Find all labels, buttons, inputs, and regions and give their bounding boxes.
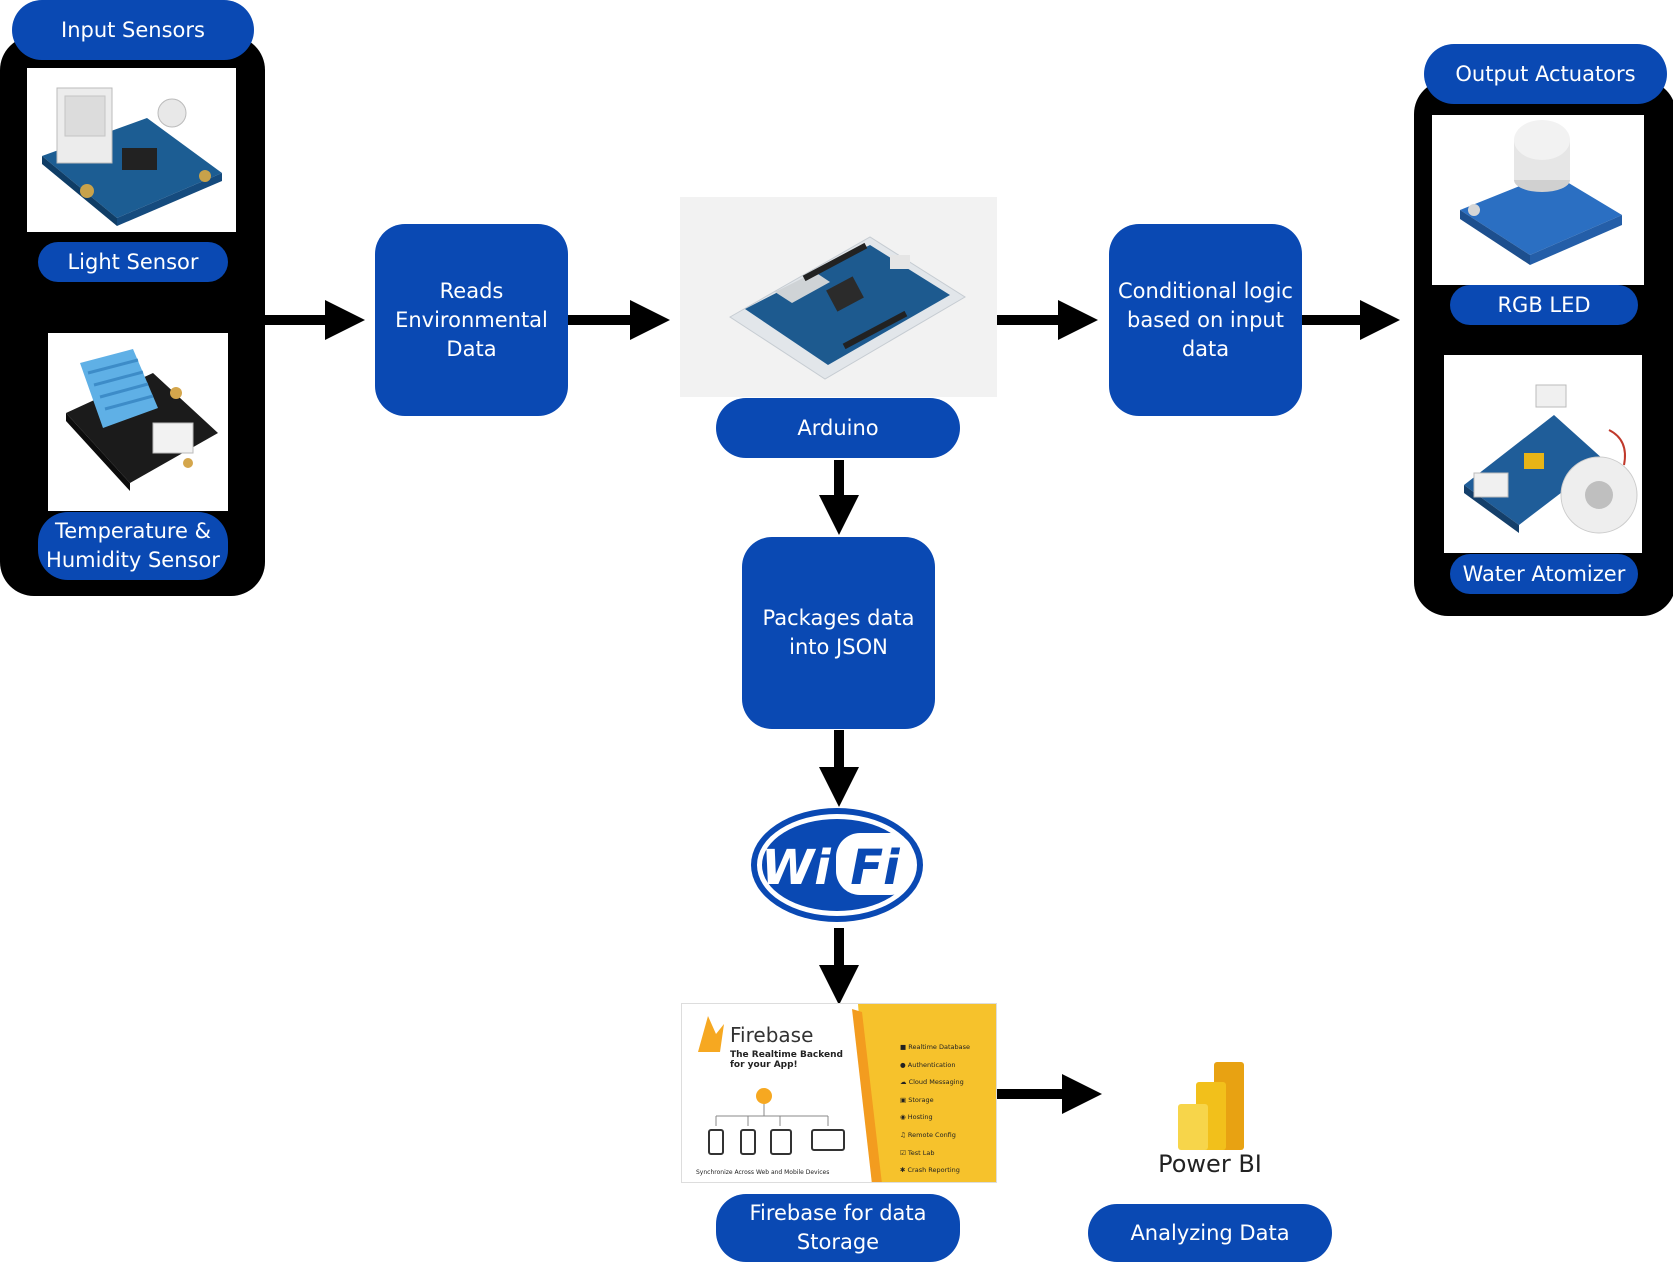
conditional-logic-step: Conditional logic based on input data xyxy=(1109,224,1302,416)
firebase-feature: ■ Realtime Database xyxy=(900,1043,970,1051)
firebase-feature: ♫ Remote Config xyxy=(900,1130,956,1139)
users-icon: ● xyxy=(900,1060,908,1069)
firebase-feature: ☁ Cloud Messaging xyxy=(900,1078,964,1087)
water-atomizer-image xyxy=(1444,355,1642,553)
temperature-humidity-sensor-image xyxy=(48,333,228,511)
temperature-humidity-sensor-label: Temperature & Humidity Sensor xyxy=(38,512,228,580)
firebase-feature-list: ■ Realtime Database ● Authentication ☁ C… xyxy=(900,1039,996,1180)
firebase-tagline-2: for your App! xyxy=(730,1060,798,1070)
packages-data-step: Packages data into JSON xyxy=(742,537,935,729)
firebase-feature: ● Authentication xyxy=(900,1060,956,1069)
wifi-logo: Wi Fi xyxy=(748,805,926,925)
firebase-feature: ☑ Test Lab xyxy=(900,1148,935,1157)
arduino-label: Arduino xyxy=(716,398,960,458)
firebase-feature: ✱ Crash Reporting xyxy=(900,1166,960,1175)
firebase-feature: ◉ Hosting xyxy=(900,1113,933,1122)
rgb-led-image xyxy=(1432,115,1644,285)
sliders-icon: ♫ xyxy=(900,1130,908,1139)
image-icon: ▣ xyxy=(900,1095,909,1104)
globe-icon: ◉ xyxy=(900,1113,908,1122)
water-atomizer-label: Water Atomizer xyxy=(1450,554,1638,594)
bug-icon: ✱ xyxy=(900,1166,908,1175)
firebase-footer: Synchronize Across Web and Mobile Device… xyxy=(696,1169,829,1176)
light-sensor-image xyxy=(27,68,236,232)
wifi-text-wi: Wi xyxy=(761,840,831,896)
firebase-feature: ▣ Storage xyxy=(900,1095,934,1104)
firebase-tagline-1: The Realtime Backend xyxy=(730,1050,843,1060)
output-actuators-title: Output Actuators xyxy=(1424,44,1667,104)
rgb-led-label: RGB LED xyxy=(1450,285,1638,325)
analyzing-data-label: Analyzing Data xyxy=(1088,1204,1332,1262)
checkbox-icon: ☑ xyxy=(900,1148,908,1157)
reads-environmental-data-step: Reads Environmental Data xyxy=(375,224,568,416)
arduino-image xyxy=(680,197,997,397)
firebase-label: Firebase for data Storage xyxy=(716,1194,960,1262)
power-bi-label: Power BI xyxy=(1158,1150,1262,1178)
cloud-icon: ☁ xyxy=(900,1078,909,1087)
wifi-text-fi: Fi xyxy=(850,840,900,896)
power-bi-logo xyxy=(1170,1058,1250,1154)
firebase-card: Firebase The Realtime Backend for your A… xyxy=(681,1003,997,1183)
light-sensor-label: Light Sensor xyxy=(38,242,228,282)
database-icon: ■ xyxy=(900,1043,909,1051)
input-sensors-title: Input Sensors xyxy=(12,0,254,60)
firebase-brand: Firebase xyxy=(730,1023,813,1047)
